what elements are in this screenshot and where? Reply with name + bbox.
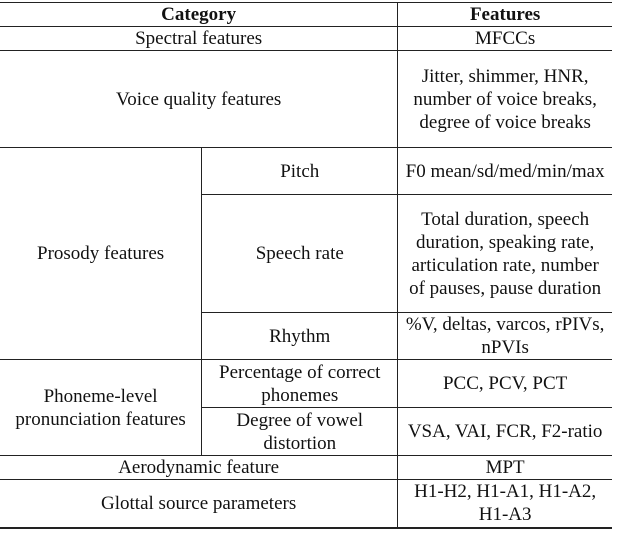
features-cell: PCC, PCV, PCT — [397, 359, 612, 408]
category-cell: Voice quality features — [0, 50, 398, 148]
category-cell: Prosody features — [0, 147, 202, 360]
table-row: Phoneme-level pronunciation features Per… — [0, 359, 612, 456]
subcategory-cell: Speech rate — [201, 194, 398, 313]
header-row: Category Features — [0, 2, 612, 27]
category-cell: Spectral features — [0, 26, 398, 51]
table-row: Glottal source parameters H1-H2, H1-A1, … — [0, 479, 612, 529]
features-cell: MFCCs — [397, 26, 612, 51]
subcategory-cell: Percentage of correct phonemes — [201, 359, 398, 408]
features-cell: H1-H2, H1-A1, H1-A2, H1-A3 — [397, 479, 612, 529]
features-cell: VSA, VAI, FCR, F2-ratio — [397, 407, 612, 456]
table-row: Voice quality features Jitter, shimmer, … — [0, 50, 612, 148]
table-row: Rhythm %V, deltas, varcos, rPIVs, nPVIs — [0, 312, 612, 360]
subcategory-cell: Degree of vowel distortion — [201, 407, 398, 456]
category-cell: Phoneme-level pronunciation features — [0, 359, 202, 456]
features-cell: Total duration, speech duration, speakin… — [397, 194, 612, 313]
table-row: Speech rate Total duration, speech durat… — [0, 194, 612, 313]
features-cell: F0 mean/sd/med/min/max — [397, 147, 612, 195]
features-cell: %V, deltas, varcos, rPIVs, nPVIs — [397, 312, 612, 360]
category-cell: Glottal source parameters — [0, 479, 398, 529]
table-row: Aerodynamic feature MPT — [0, 455, 612, 480]
features-cell: Jitter, shimmer, HNR, number of voice br… — [397, 50, 612, 148]
table-row: Prosody features Pitch F0 mean/sd/med/mi… — [0, 147, 612, 360]
header-features: Features — [397, 2, 612, 27]
subcategory-cell: Rhythm — [201, 312, 398, 360]
subcategory-cell: Pitch — [201, 147, 398, 195]
table-row: Spectral features MFCCs — [0, 26, 612, 51]
header-category: Category — [0, 2, 398, 27]
table-row: Degree of vowel distortion VSA, VAI, FCR… — [0, 407, 612, 456]
category-cell: Aerodynamic feature — [0, 455, 398, 480]
features-cell: MPT — [397, 455, 612, 480]
features-table: Category Features Spectral features MFCC… — [0, 2, 612, 529]
